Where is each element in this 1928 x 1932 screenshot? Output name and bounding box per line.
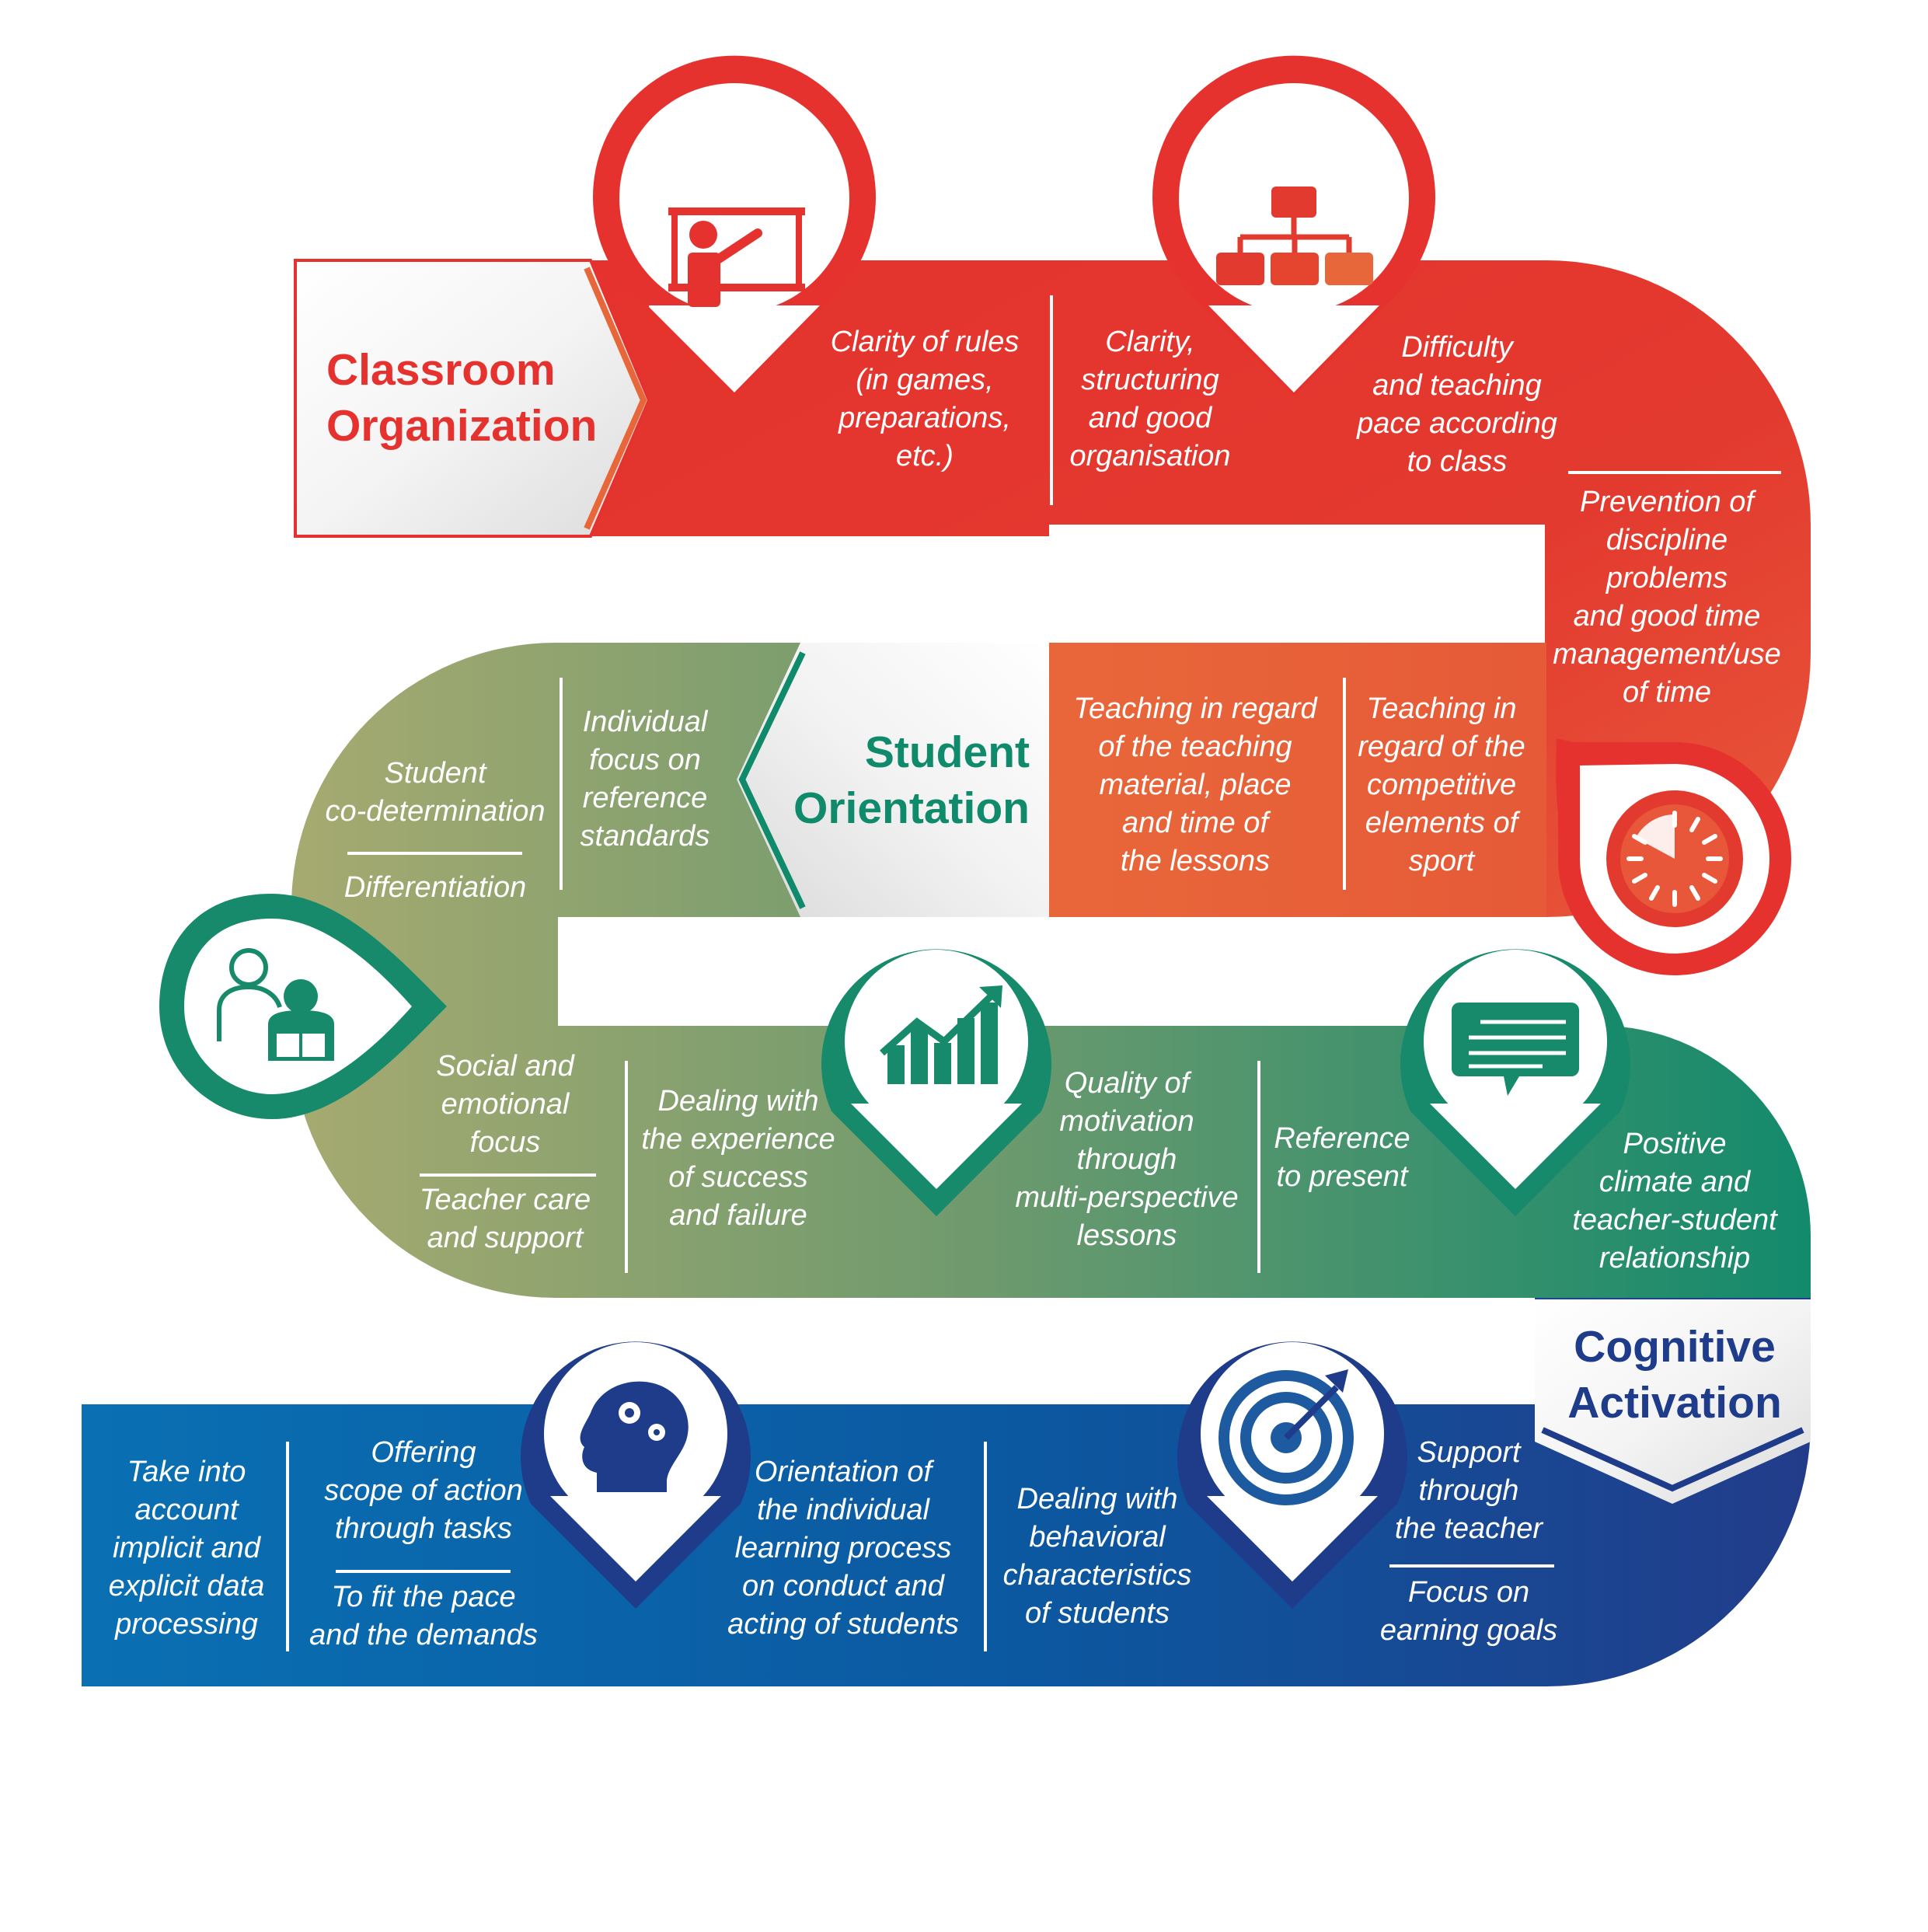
- speech-bubble-icon: [1400, 949, 1631, 1216]
- teacher-presentation-icon: [593, 55, 877, 396]
- teacher-student-icon: [159, 894, 447, 1119]
- co-item-teaching-material: Teaching in regard of the teaching mater…: [1073, 692, 1317, 877]
- so-item-teacher-care: Teacher care and support: [419, 1184, 591, 1254]
- co-item-clarity-of-rules: Clarity of rules (in games, preparations…: [830, 326, 1020, 473]
- brain-gears-icon: [521, 1341, 751, 1609]
- growth-chart-icon: [821, 949, 1051, 1216]
- stopwatch-icon: [1556, 738, 1791, 975]
- so-item-individual-focus: Individual focus on reference standards: [580, 706, 710, 853]
- classroom-organization-title: Classroom Organization: [326, 345, 598, 451]
- student-band: [291, 643, 1811, 1298]
- co-item-prevention-discipline: Prevention of discipline problems and go…: [1553, 486, 1781, 709]
- ca-item-learning-process: Orientation of the individual learning p…: [727, 1456, 959, 1641]
- so-item-differentiation: Differentiation: [343, 871, 527, 904]
- co-item-difficulty-pace: Difficulty and teaching pace according t…: [1357, 331, 1557, 478]
- ca-item-support-teacher: Support through the teacher: [1394, 1436, 1543, 1545]
- so-item-student-co-determination: Student co-determination: [325, 757, 546, 828]
- ca-item-scope-of-action: Offering scope of action through tasks: [324, 1436, 523, 1545]
- so-item-success-failure: Dealing with the experience of success a…: [641, 1085, 835, 1232]
- ca-item-learning-goals: Focus on earning goals: [1379, 1576, 1558, 1647]
- cognitive-band: [82, 1298, 1811, 1686]
- separators: [286, 295, 1781, 1651]
- so-item-social-emotional: Social and emotional focus: [436, 1050, 574, 1159]
- classroom-band: [294, 259, 1811, 917]
- so-item-quality-motivation: Quality of motivation through multi-pers…: [1015, 1067, 1239, 1252]
- so-item-reference-present: Reference to present: [1274, 1122, 1410, 1193]
- ca-item-data-processing: Take into account implicit and explicit …: [108, 1456, 265, 1641]
- student-orientation-title: Student Orientation: [793, 727, 1030, 833]
- cognitive-activation-title: Cognitive Activation: [1567, 1322, 1782, 1428]
- ca-item-behavioral-characteristics: Dealing with behavioral characteristics …: [1002, 1483, 1192, 1630]
- hierarchy-icon: [1152, 55, 1435, 397]
- ca-item-pace-demands: To fit the pace and the demands: [309, 1581, 538, 1651]
- target-icon: [1177, 1341, 1407, 1609]
- co-item-clarity-structuring: Clarity, structuring and good organisati…: [1069, 326, 1231, 473]
- so-item-positive-climate: Positive climate and teacher-student rel…: [1572, 1128, 1777, 1275]
- co-item-competitive-elements: Teaching in regard of the competitive el…: [1358, 692, 1525, 877]
